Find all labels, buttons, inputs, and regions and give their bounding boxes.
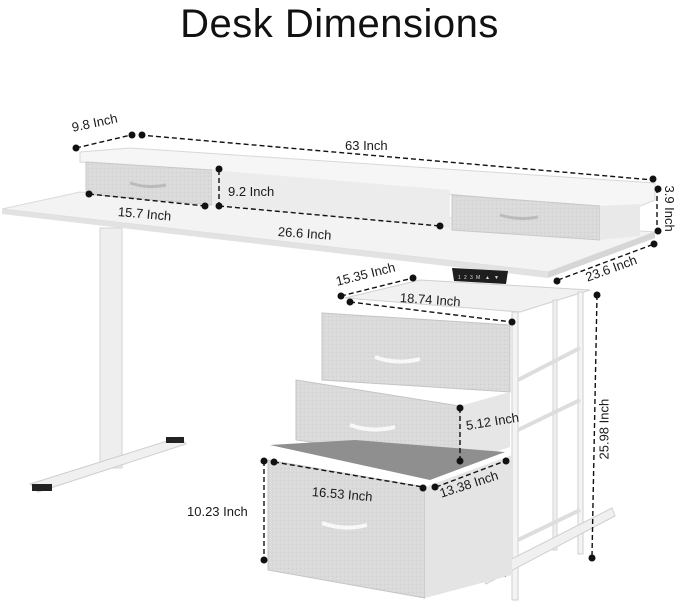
svg-text:M: M — [476, 275, 480, 281]
cabinet-height-label: 25.98 Inch — [596, 398, 612, 460]
bottom-drawer[interactable] — [267, 440, 512, 599]
hutch — [79, 147, 656, 241]
svg-text:3: 3 — [470, 275, 473, 281]
left-leg — [29, 227, 187, 493]
top-drawer[interactable] — [321, 312, 511, 393]
dimension-lines — [75, 134, 658, 559]
overall-width-label: 63 Inch — [345, 138, 388, 153]
desktop — [1, 191, 656, 278]
cabinet-frame — [344, 279, 616, 601]
bottom-drawer-height-label: 10.23 Inch — [187, 504, 248, 519]
open-shelf-height-label: 9.2 Inch — [228, 184, 275, 199]
svg-text:1: 1 — [458, 275, 461, 281]
svg-text:▼: ▼ — [494, 275, 499, 281]
dimension-points — [72, 131, 662, 564]
svg-text:2: 2 — [464, 275, 467, 281]
svg-text:▲: ▲ — [485, 275, 490, 281]
hutch-height-label: 3.9 Inch — [662, 185, 677, 232]
page-title: Desk Dimensions — [180, 2, 499, 46]
